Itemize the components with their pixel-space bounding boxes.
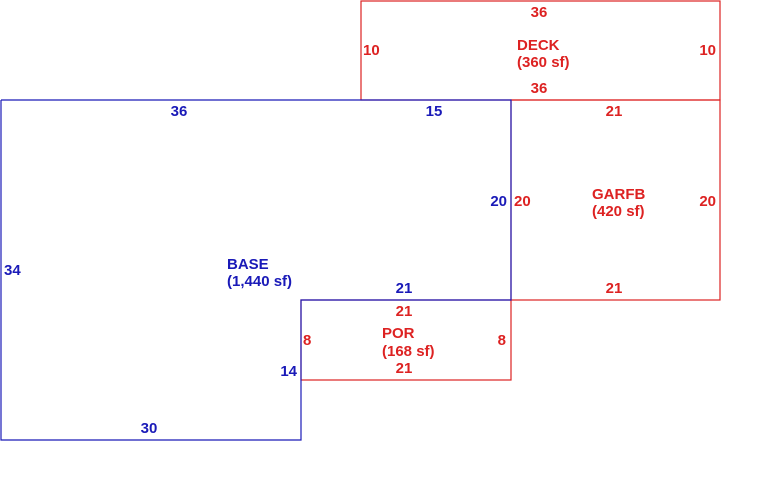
por-label: POR bbox=[382, 325, 415, 342]
base-inner-right-dimension: 14 bbox=[280, 363, 297, 380]
garfb-area: 21 20 20 GARFB (420 sf) 21 bbox=[510, 99, 721, 301]
por-area: 21 8 8 POR (168 sf) 21 bbox=[300, 299, 512, 381]
base-inner-top-dimension: 21 bbox=[396, 280, 413, 297]
por-area-value: (168 sf) bbox=[382, 343, 435, 360]
base-label: BASE bbox=[227, 256, 269, 273]
base-top-left-dimension: 36 bbox=[171, 103, 188, 120]
base-area-value: (1,440 sf) bbox=[227, 273, 292, 290]
por-bottom-dimension: 21 bbox=[396, 360, 413, 377]
deck-top-dimension: 36 bbox=[531, 4, 548, 21]
base-right-dimension: 20 bbox=[490, 193, 507, 210]
garfb-area-value: (420 sf) bbox=[592, 203, 645, 220]
base-left-dimension: 34 bbox=[4, 262, 21, 279]
base-top-right-dimension: 15 bbox=[426, 103, 443, 120]
por-top-dimension: 21 bbox=[396, 303, 413, 320]
garfb-right-dimension: 20 bbox=[699, 193, 716, 210]
por-right-dimension: 8 bbox=[498, 332, 506, 349]
por-left-dimension: 8 bbox=[303, 332, 311, 349]
base-outline bbox=[0, 99, 512, 441]
garfb-top-dimension: 21 bbox=[606, 103, 623, 120]
deck-label: DECK bbox=[517, 37, 560, 54]
deck-area: 36 10 10 DECK (360 sf) 36 bbox=[360, 0, 721, 101]
base-bottom-dimension: 30 bbox=[141, 420, 158, 437]
garfb-left-dimension: 20 bbox=[514, 193, 531, 210]
deck-left-dimension: 10 bbox=[363, 42, 380, 59]
garfb-bottom-dimension: 21 bbox=[606, 280, 623, 297]
deck-bottom-dimension: 36 bbox=[531, 80, 548, 97]
deck-area-value: (360 sf) bbox=[517, 54, 570, 71]
base-area: 36 15 20 34 BASE (1,440 sf) 21 14 30 bbox=[0, 99, 512, 441]
garfb-label: GARFB bbox=[592, 186, 645, 203]
deck-right-dimension: 10 bbox=[699, 42, 716, 59]
